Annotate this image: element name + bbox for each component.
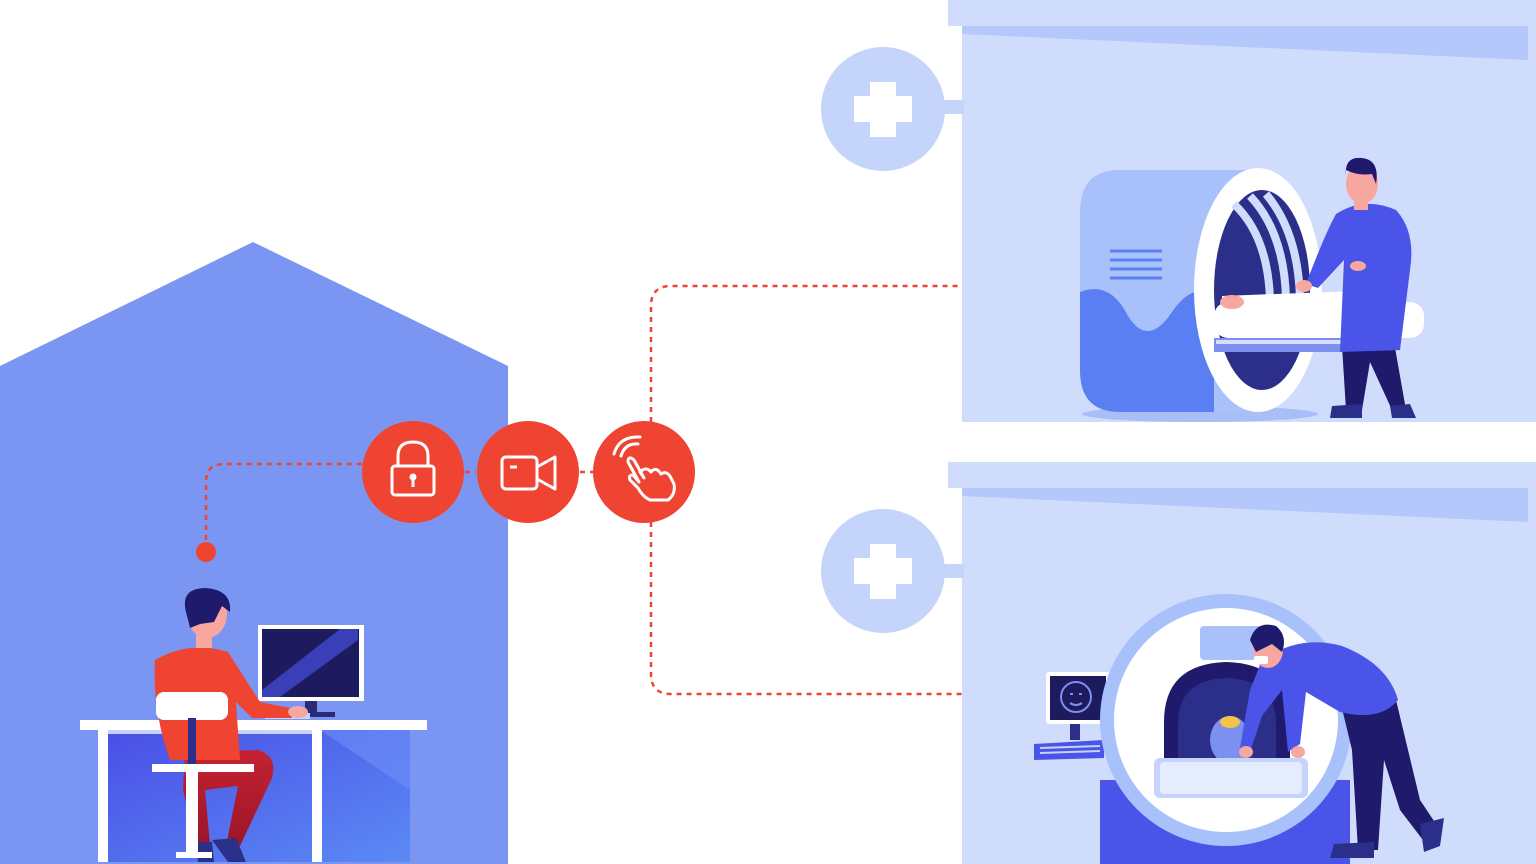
upper-scanner-connector-line [649,284,1026,422]
upper-hospital-room [821,0,1536,422]
technician-upper [1296,157,1416,418]
video-call-badge [477,421,579,523]
hospital-cross-icon [854,82,912,137]
technician-lower [1239,624,1444,858]
lower-hospital-room [821,462,1536,864]
desktop-monitor [258,625,364,719]
mri-scanner-upper [1080,168,1424,422]
house-icon [0,242,508,864]
home-connector-line [204,462,362,550]
lock-icon [390,440,436,497]
mri-scanner-lower [1100,594,1352,864]
hospital-badge-upper [821,47,945,171]
touch-hand-icon [612,435,676,502]
scan-monitor-console [1034,672,1110,760]
lower-scanner-connector-line [649,522,1026,696]
hospital-badge-lower [821,509,945,633]
remote-control-badge [593,421,695,523]
home-user-person [152,588,308,862]
video-camera-icon [500,455,557,491]
home-connector-dot [196,542,216,562]
home-building [0,242,508,864]
security-lock-badge [362,421,464,523]
connection-lines [204,284,1026,696]
hospital-cross-icon [854,544,912,599]
